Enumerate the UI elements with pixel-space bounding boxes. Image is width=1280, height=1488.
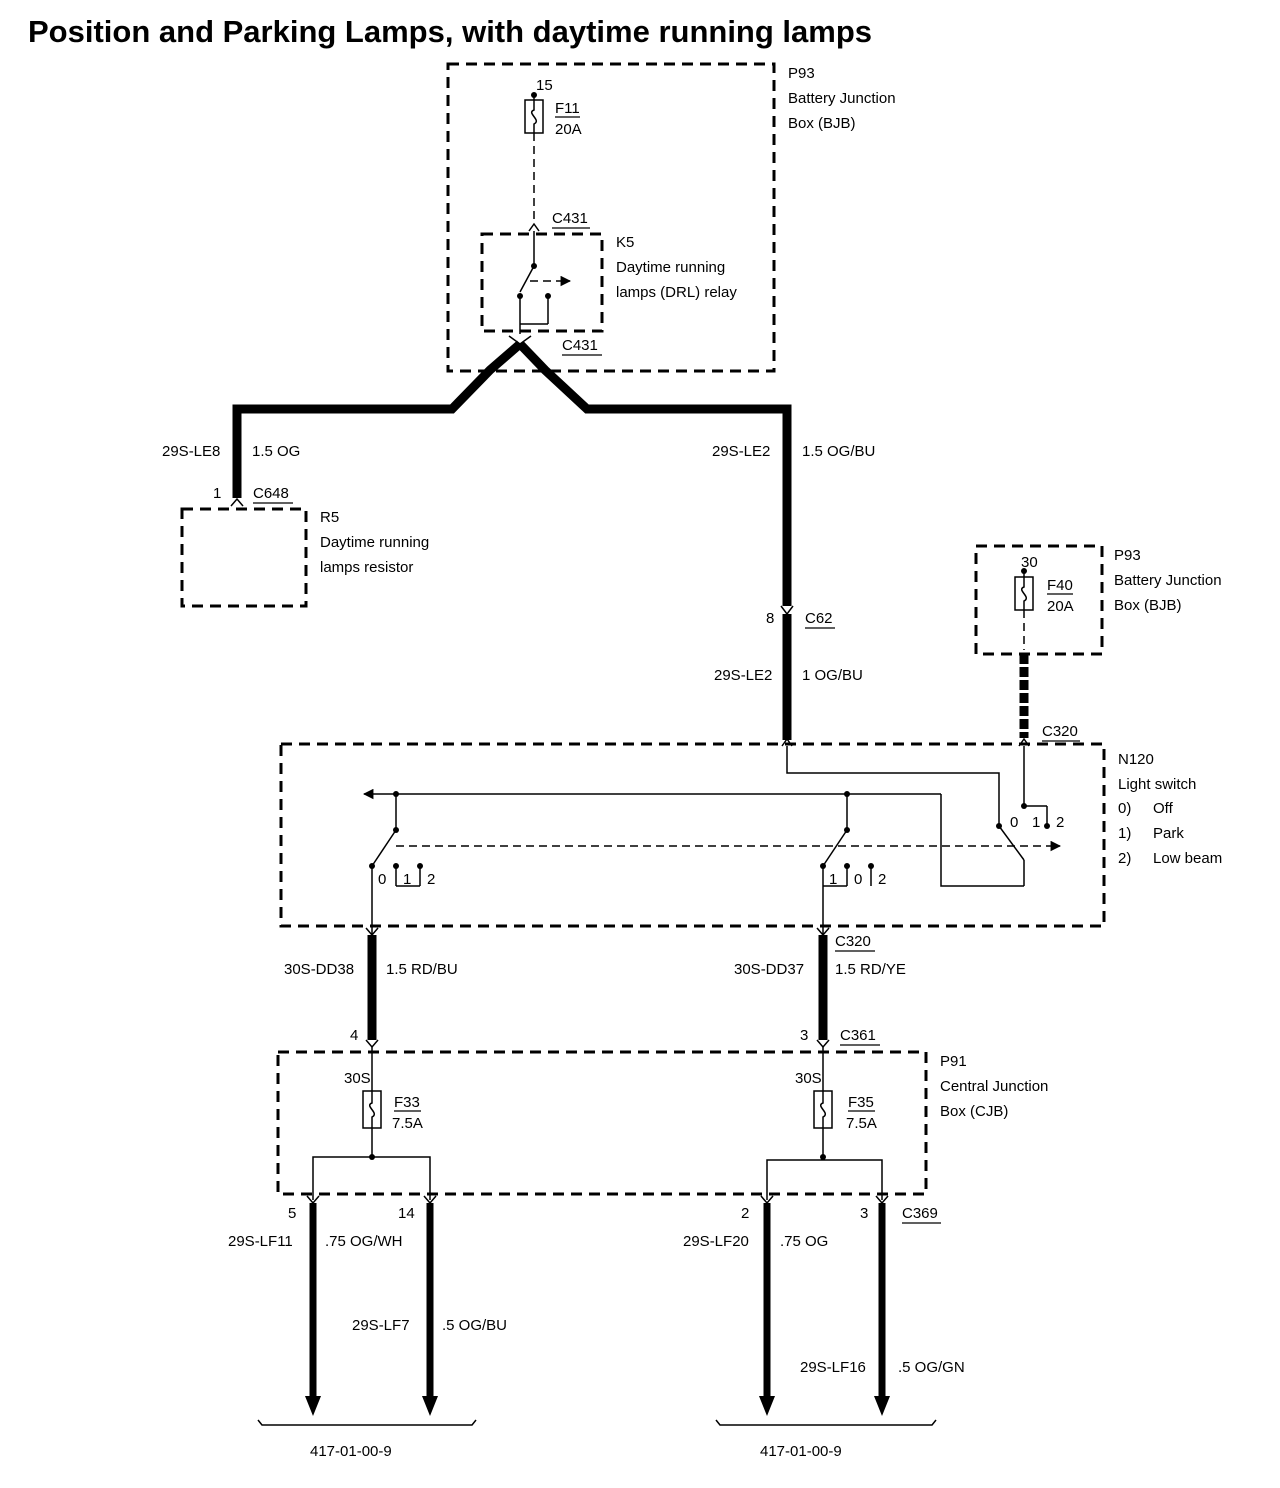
f35-id: F35 (848, 1094, 874, 1111)
sw-left-label-2: 2 (427, 871, 435, 888)
k5-line2: lamps (DRL) relay (616, 284, 737, 301)
wire-dd37-circuit: 30S-DD37 (734, 961, 804, 978)
f33-id: F33 (394, 1094, 420, 1111)
p91-id: P91 (940, 1053, 967, 1070)
p93-top-line1: Battery Junction (788, 90, 896, 107)
f11-rating: 20A (555, 121, 582, 138)
pos-2-num: 2) (1118, 850, 1131, 867)
c648-label: C648 (253, 485, 289, 502)
c320-top-label: C320 (1042, 723, 1078, 740)
wire-lf16-spec: .5 OG/GN (898, 1359, 965, 1376)
k5-line1: Daytime running (616, 259, 725, 276)
wire-le2-circuit: 29S-LE2 (712, 443, 770, 460)
p93-top-box (446, 62, 776, 373)
output-wire-lf16 (874, 1203, 890, 1416)
r5-id: R5 (320, 509, 339, 526)
fuse-f40: F40 20A (1014, 571, 1074, 650)
c369-pin-2: 2 (741, 1205, 749, 1222)
sw-right-label-1: 1 (1032, 814, 1040, 831)
sw-right-label-2: 2 (1056, 814, 1064, 831)
p93-top-id: P93 (788, 65, 815, 82)
p91-cjb-box (276, 1050, 928, 1196)
c361-label: C361 (840, 1027, 876, 1044)
sw-left-label-1: 1 (403, 871, 411, 888)
k5-relay-box (480, 232, 604, 333)
c361-pin-left: 4 (350, 1027, 358, 1044)
f40-rating: 20A (1047, 598, 1074, 615)
wire-lf11-circuit: 29S-LF11 (228, 1233, 293, 1250)
wire-lf20-circuit: 29S-LF20 (683, 1233, 749, 1250)
c431-bottom-label: C431 (562, 337, 598, 354)
r5-resistor-box (180, 507, 308, 608)
wire-le8-circuit: 29S-LE8 (162, 443, 220, 460)
sw-right-label-0: 0 (1010, 814, 1018, 831)
p91-line2: Box (CJB) (940, 1103, 1008, 1120)
wire-le2-spec: 1.5 OG/BU (802, 443, 875, 460)
wire-dd38-spec: 1.5 RD/BU (386, 961, 458, 978)
c369-pin-5: 5 (288, 1205, 296, 1222)
p91-line1: Central Junction (940, 1078, 1048, 1095)
n120-name: Light switch (1118, 776, 1196, 793)
p91-pin-left: 30S (344, 1070, 371, 1087)
f35-rating: 7.5A (846, 1115, 877, 1132)
r5-line2: lamps resistor (320, 559, 413, 576)
wire-dd37-spec: 1.5 RD/YE (835, 961, 906, 978)
c320-bottom-label: C320 (835, 933, 871, 950)
fuse-f35: F35 7.5A (813, 1090, 877, 1157)
p93-right-pin: 30 (1021, 554, 1038, 571)
c648-pin: 1 (213, 485, 221, 502)
wire-lf7-circuit: 29S-LF7 (352, 1317, 410, 1334)
wire-le2b-spec: 1 OG/BU (802, 667, 863, 684)
p93-right-line1: Battery Junction (1114, 572, 1222, 589)
n120-id: N120 (1118, 751, 1154, 768)
pos-2-label: Low beam (1153, 850, 1222, 867)
wire-29s-le2-upper (516, 340, 792, 606)
r5-line1: Daytime running (320, 534, 429, 551)
c62-label: C62 (805, 610, 833, 627)
c369-label: C369 (902, 1205, 938, 1222)
output-wire-lf7 (422, 1203, 438, 1416)
wire-dd38-circuit: 30S-DD38 (284, 961, 354, 978)
p93-top-pin: 15 (536, 77, 553, 94)
page-title: Position and Parking Lamps, with daytime… (28, 14, 872, 49)
pos-1-num: 1) (1118, 825, 1131, 842)
output-wire-lf11 (305, 1203, 321, 1416)
wire-lf7-spec: .5 OG/BU (442, 1317, 507, 1334)
wire-le2b-circuit: 29S-LE2 (714, 667, 772, 684)
sw-mid-label-2: 2 (878, 871, 886, 888)
wire-29s-le8 (232, 340, 523, 498)
c361-pin-right: 3 (800, 1027, 808, 1044)
k5-id: K5 (616, 234, 634, 251)
output-wire-lf20 (759, 1203, 775, 1416)
f33-rating: 7.5A (392, 1115, 423, 1132)
sw-mid-label-1: 0 (854, 871, 862, 888)
wire-lf11-spec: .75 OG/WH (325, 1233, 403, 1250)
pos-0-label: Off (1153, 800, 1174, 817)
c369-pin-14: 14 (398, 1205, 415, 1222)
c431-top-label: C431 (552, 210, 588, 227)
wire-lf16-circuit: 29S-LF16 (800, 1359, 866, 1376)
p93-right-line2: Box (BJB) (1114, 597, 1182, 614)
c369-pin-3: 3 (860, 1205, 868, 1222)
pos-1-label: Park (1153, 825, 1184, 842)
c62-pin: 8 (766, 610, 774, 627)
f11-id: F11 (555, 100, 580, 117)
sw-left-label-0: 0 (378, 871, 386, 888)
sw-mid-label-0: 1 (829, 871, 837, 888)
f40-id: F40 (1047, 577, 1073, 594)
p93-right-id: P93 (1114, 547, 1141, 564)
reference-right: 417-01-00-9 (760, 1443, 842, 1460)
p93-top-line2: Box (BJB) (788, 115, 856, 132)
pos-0-num: 0) (1118, 800, 1131, 817)
reference-left: 417-01-00-9 (310, 1443, 392, 1460)
p93-right-box (974, 544, 1104, 656)
fuse-f33: F33 7.5A (362, 1090, 423, 1157)
fuse-f11: F11 20A (524, 95, 582, 222)
p91-pin-right: 30S (795, 1070, 822, 1087)
wire-le8-spec: 1.5 OG (252, 443, 300, 460)
n120-light-switch-box (279, 742, 1106, 928)
wire-lf20-spec: .75 OG (780, 1233, 828, 1250)
